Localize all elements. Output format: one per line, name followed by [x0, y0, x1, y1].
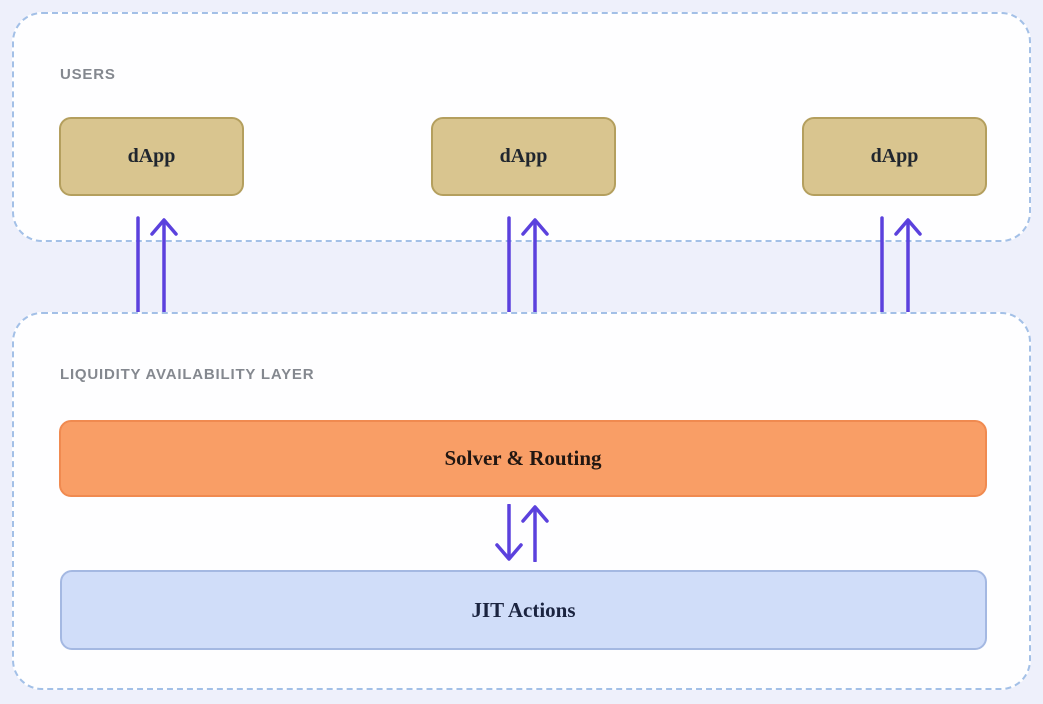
up-arrow-icon: [521, 505, 549, 562]
down-arrow-icon: [495, 504, 523, 561]
bidirectional-arrow-solver-jit: [495, 504, 551, 562]
dapp-node-2: dApp: [431, 117, 616, 196]
users-section-label: USERS: [60, 66, 116, 83]
liquidity-availability-layer-section: LIQUIDITY AVAILABILITY LAYER Solver & Ro…: [12, 312, 1031, 690]
liquidity-section-label: LIQUIDITY AVAILABILITY LAYER: [60, 366, 315, 383]
solver-routing-node: Solver & Routing: [59, 420, 987, 497]
dapp-node-1: dApp: [59, 117, 244, 196]
dapp-node-3: dApp: [802, 117, 987, 196]
users-section: USERS dApp dApp dApp: [12, 12, 1031, 242]
jit-actions-node: JIT Actions: [60, 570, 987, 650]
